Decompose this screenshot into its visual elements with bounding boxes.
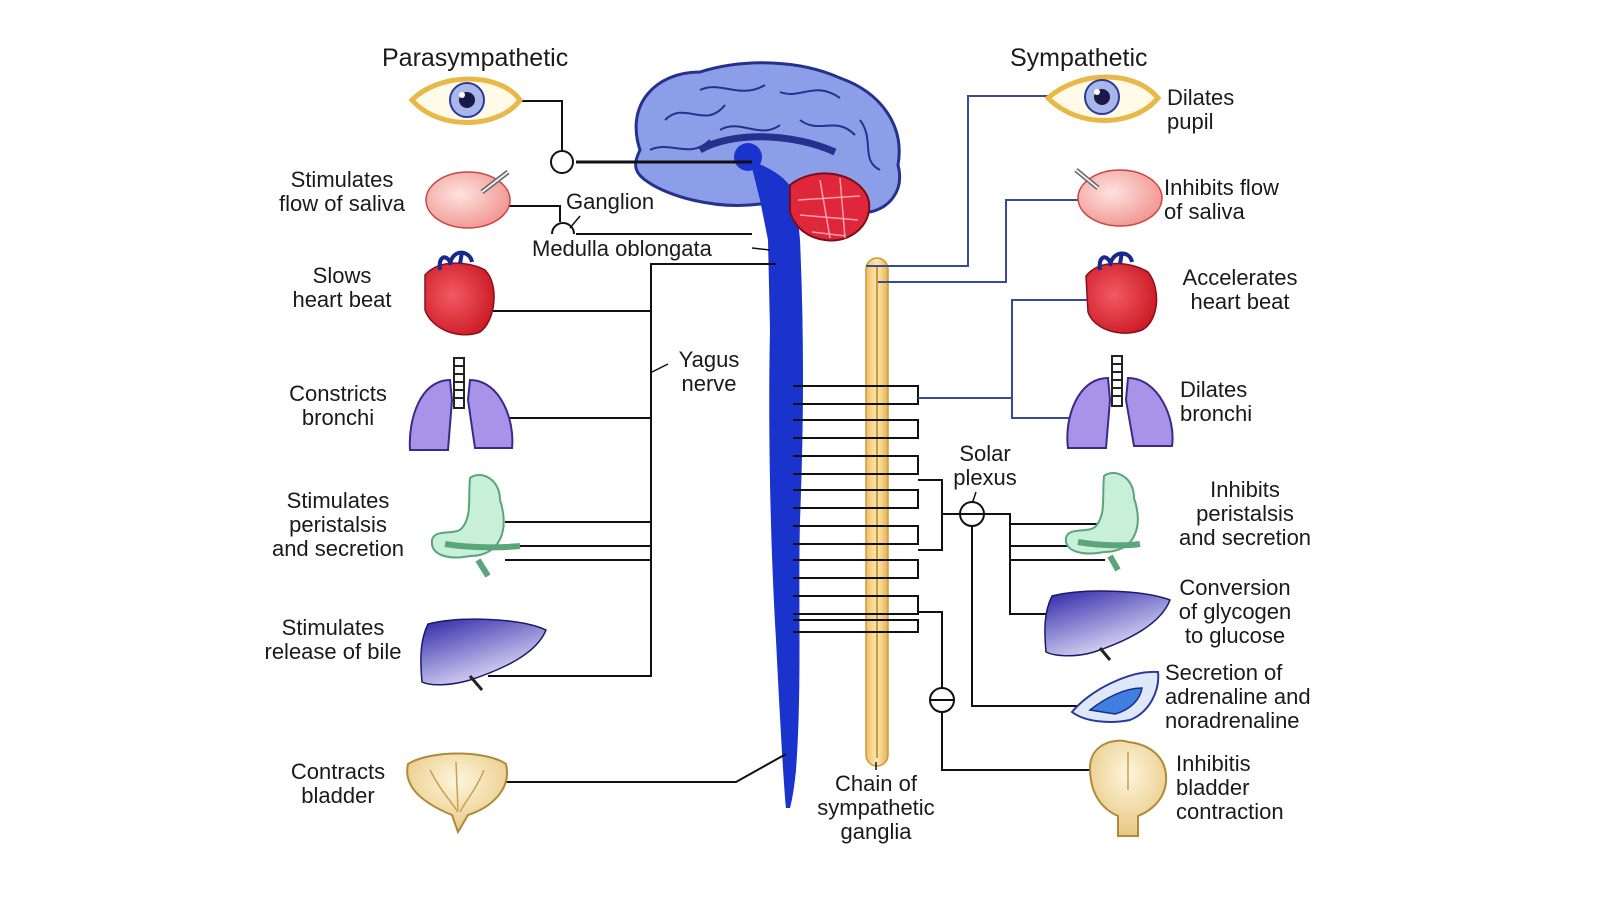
cerebellum — [789, 172, 871, 242]
sympathetic-nerve-lines — [866, 95, 1110, 419]
right-bladder-icon — [1088, 739, 1168, 837]
label-solar-plexus: Solar plexus — [953, 441, 1017, 490]
label-dilates-bronchi: Dilates bronchi — [1180, 377, 1253, 426]
label-vagus-nerve: Yagus nerve — [678, 347, 740, 396]
label-inhibits-bladder: Inhibitis bladder contraction — [1176, 751, 1284, 824]
brain — [634, 61, 901, 258]
parasym-ganglion-1 — [550, 150, 574, 174]
left-bladder-icon — [406, 752, 508, 835]
label-contracts-bladder: Contracts bladder — [290, 759, 386, 808]
label-glycogen-conversion: Conversion of glycogen to glucose — [1178, 575, 1292, 648]
brain-folds — [649, 84, 881, 171]
leader-lines — [569, 215, 977, 770]
heading-sympathetic: Sympathetic — [1010, 44, 1148, 72]
right-heart-icon — [1085, 251, 1158, 334]
label-constricts-bronchi: Constricts bronchi — [289, 381, 387, 430]
parasympathetic-nerve-lines — [458, 100, 787, 783]
right-salivary-gland-icon — [1074, 168, 1163, 227]
sympathetic-chain — [865, 257, 889, 767]
label-stimulates-saliva: Stimulates flow of saliva — [279, 167, 405, 216]
right-stomach-icon — [1064, 471, 1141, 572]
label-stimulates-peristalsis: Stimulates peristalsis and secretion — [271, 488, 405, 561]
left-eye-icon — [408, 76, 524, 125]
label-medulla-oblongata: Medulla oblongata — [532, 236, 712, 261]
heading-parasympathetic: Parasympathetic — [382, 44, 569, 72]
sympathetic-connector-lines — [793, 385, 960, 633]
label-slows-heart: Slows heart beat — [292, 263, 392, 312]
label-inhibits-saliva: Inhibits flow of saliva — [1164, 175, 1279, 224]
spinal-cord — [768, 240, 803, 808]
right-lungs-icon — [1066, 355, 1174, 449]
left-stomach-icon — [430, 473, 521, 578]
label-dilates-pupil: Dilates pupil — [1167, 85, 1235, 134]
left-heart-icon — [424, 250, 495, 336]
brainstem — [750, 160, 800, 258]
left-salivary-gland-icon — [425, 170, 511, 229]
label-accelerates-heart: Accelerates heart beat — [1182, 265, 1298, 314]
pelvic-ganglion — [929, 687, 955, 713]
right-adrenal-gland-icon — [1070, 670, 1160, 723]
label-inhibits-peristalsis: Inhibits peristalsis and secretion — [1178, 477, 1312, 550]
left-liver-icon — [420, 618, 547, 691]
label-chain-sympathetic-ganglia: Chain of sympathetic ganglia — [817, 771, 935, 844]
label-adrenaline: Secretion of adrenaline and noradrenalin… — [1165, 660, 1311, 733]
corpus-callosum — [698, 133, 837, 156]
parasym-ganglion-2 — [551, 222, 575, 235]
solar-plexus-ganglion — [959, 501, 985, 527]
right-liver-icon — [1044, 590, 1171, 661]
label-ganglion: Ganglion — [566, 189, 655, 214]
left-lungs-icon — [408, 357, 514, 451]
right-eye-icon — [1044, 74, 1162, 123]
label-release-bile: Stimulates release of bile — [264, 615, 402, 664]
